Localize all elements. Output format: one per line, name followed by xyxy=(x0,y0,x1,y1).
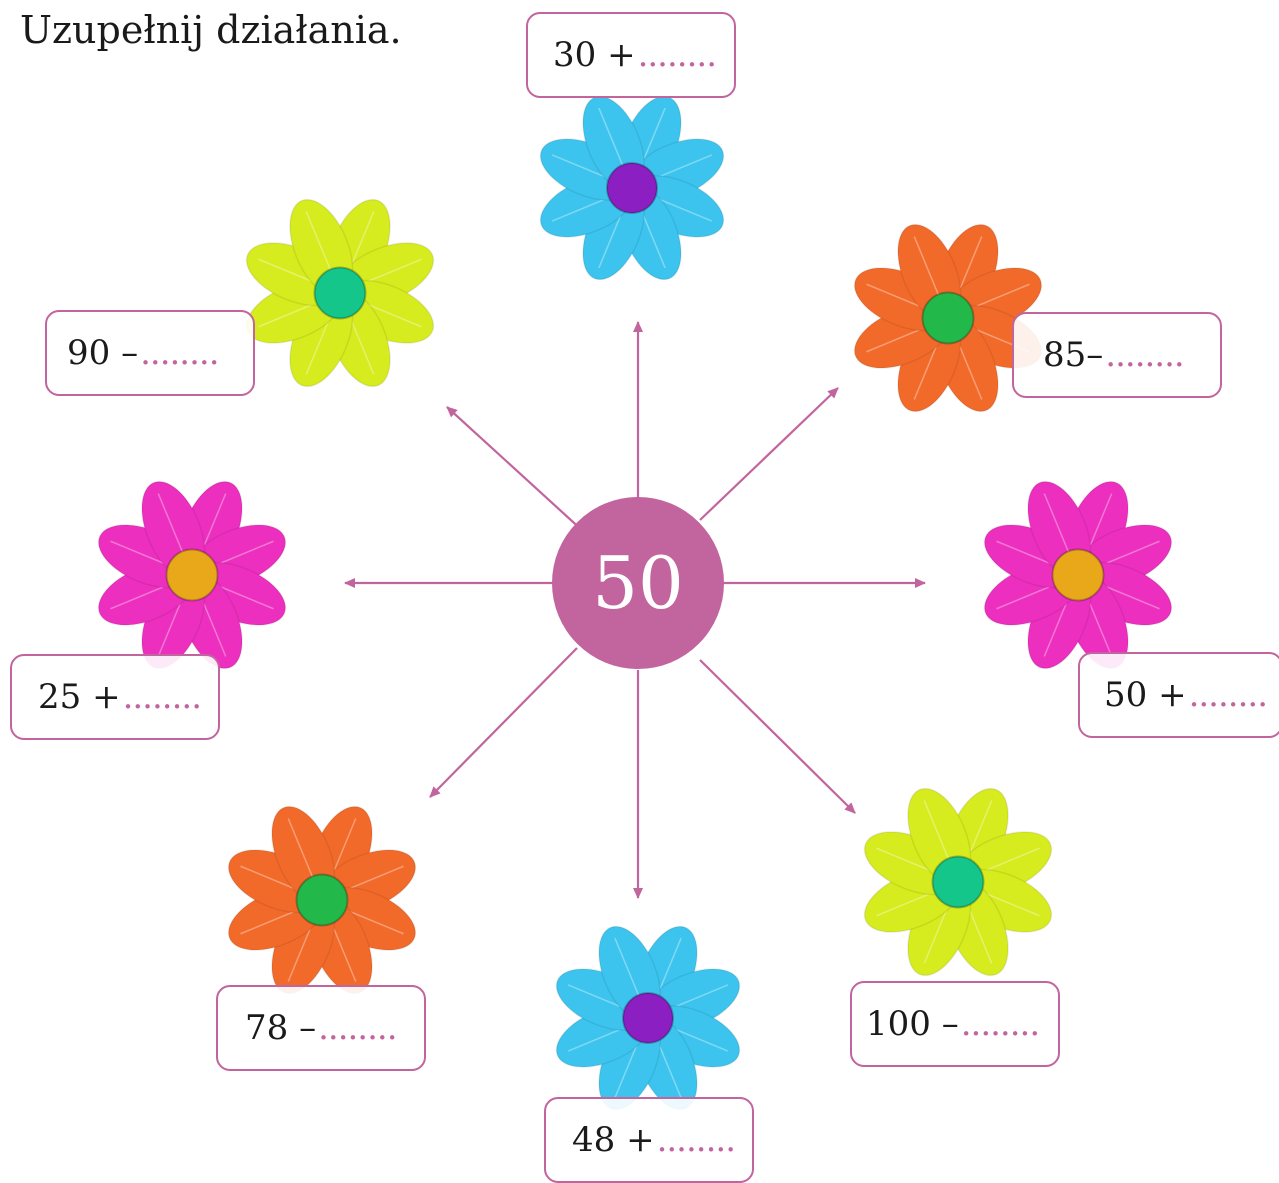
flower-bottom-icon xyxy=(555,925,741,1111)
exercise-box-left: 25 + ........ xyxy=(10,654,220,740)
petal-vein xyxy=(598,107,626,171)
arrow-up-left xyxy=(446,406,585,533)
arrow-down-left xyxy=(429,647,578,798)
petal-vein xyxy=(614,937,642,1001)
exercise-box-top-right: 85– ........ xyxy=(1012,312,1222,398)
exercise-text: 30 + xyxy=(553,35,636,75)
answer-blank[interactable]: ........ xyxy=(1188,675,1268,715)
exercise-text: 90 – xyxy=(67,333,139,373)
flower-center xyxy=(921,291,975,345)
flower-center xyxy=(295,873,349,927)
exercise-text: 25 + xyxy=(38,677,121,717)
answer-blank[interactable]: ........ xyxy=(656,1120,736,1160)
exercise-text: 48 + xyxy=(572,1120,655,1160)
arrow-down-right xyxy=(699,659,856,814)
center-number-circle: 50 xyxy=(552,497,724,669)
exercise-box-bottom-left: 78 – ........ xyxy=(216,985,426,1071)
flower-center xyxy=(1051,548,1105,602)
flower-center xyxy=(622,992,674,1044)
exercise-box-top: 30 + ........ xyxy=(526,12,736,98)
exercise-box-top-left: 90 – ........ xyxy=(45,310,255,396)
petal-vein xyxy=(157,493,186,558)
answer-blank[interactable]: ........ xyxy=(960,1004,1040,1044)
flower-center xyxy=(931,855,985,909)
exercise-text: 85– xyxy=(1043,335,1104,375)
exercise-text: 50 + xyxy=(1104,675,1187,715)
exercise-text: 100 – xyxy=(866,1004,959,1044)
petal-vein xyxy=(913,236,942,301)
flower-top-right-icon xyxy=(853,223,1043,413)
flower-left-icon xyxy=(97,480,287,670)
petal-vein xyxy=(287,818,316,883)
instruction-text: Uzupełnij działania. xyxy=(20,8,402,52)
center-number: 50 xyxy=(592,541,684,625)
flower-bottom-left-icon xyxy=(227,805,417,995)
exercise-box-bottom-right: 100 – ........ xyxy=(850,981,1060,1067)
answer-blank[interactable]: ........ xyxy=(1105,335,1184,375)
answer-blank[interactable]: ........ xyxy=(122,677,202,717)
petal-vein xyxy=(305,211,334,276)
answer-blank[interactable]: ........ xyxy=(637,35,717,75)
flower-bottom-right-icon xyxy=(863,787,1053,977)
flower-center xyxy=(313,266,367,320)
exercise-text: 78 – xyxy=(245,1008,317,1048)
petal-vein xyxy=(1043,493,1072,558)
answer-blank[interactable]: ........ xyxy=(140,333,219,373)
exercise-box-right: 50 + ........ xyxy=(1078,652,1279,738)
flower-center xyxy=(165,548,219,602)
exercise-box-bottom: 48 + ........ xyxy=(544,1097,754,1183)
flower-top-left-icon xyxy=(245,198,435,388)
arrow-up-right xyxy=(699,387,839,521)
flower-right-icon xyxy=(983,480,1173,670)
flower-center xyxy=(606,162,658,214)
petal-vein xyxy=(923,800,952,865)
flower-top-icon xyxy=(539,95,725,281)
answer-blank[interactable]: ........ xyxy=(318,1008,397,1048)
